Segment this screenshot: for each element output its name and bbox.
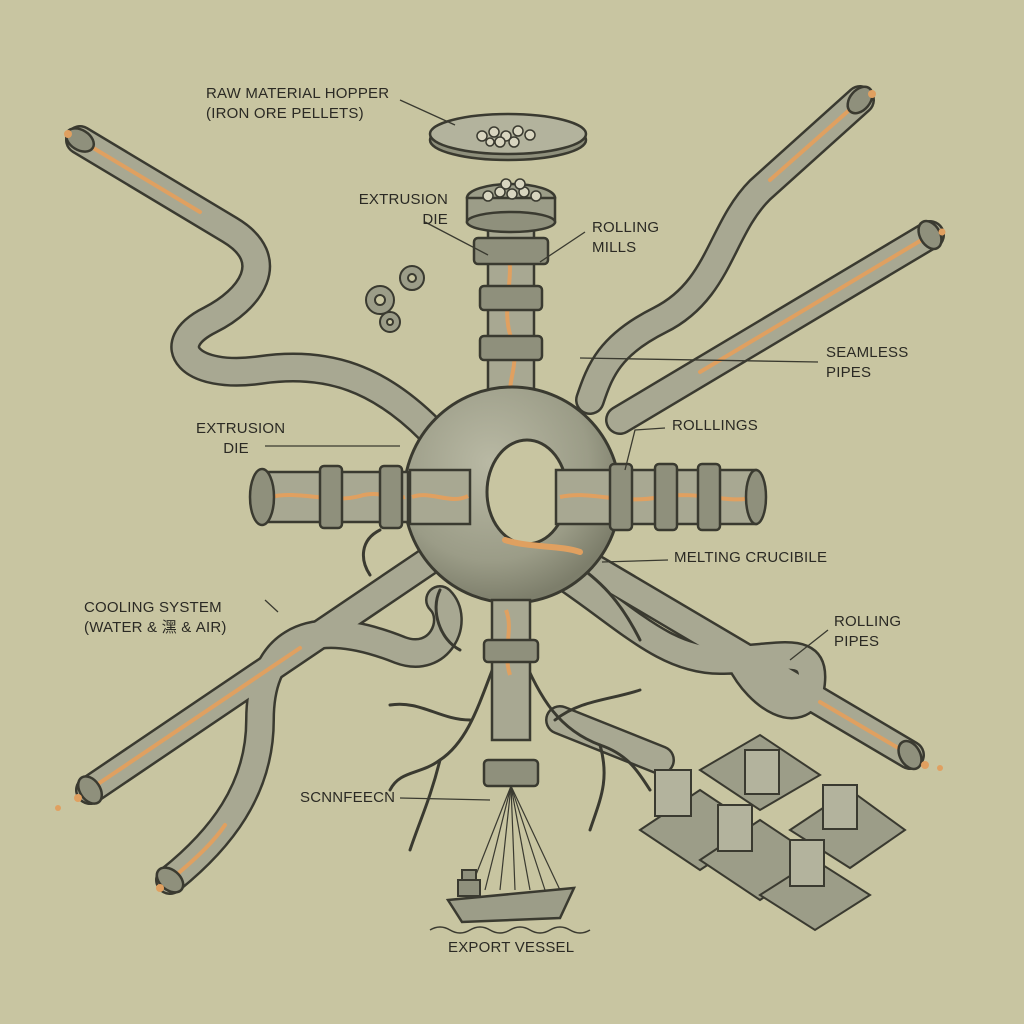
pipe-network (55, 85, 946, 895)
label-melting-crucible: MELTING CRUCIBILE (674, 548, 827, 568)
label-rollings: ROLLLINGS (672, 416, 758, 436)
label-rolling-pipes-line1: ROLLING (834, 613, 902, 630)
label-extrusion-die-top: EXTRUSION DIE (340, 190, 448, 230)
label-seamless-pipes-line2: PIPES (826, 364, 872, 381)
label-export-vessel-line1: EXPORT VESSEL (448, 939, 575, 956)
label-extrusion-die-left-line1: EXTRUSION (196, 420, 286, 437)
label-rolling-mills-line1: ROLLING (592, 219, 660, 236)
label-rolling-pipes-line2: PIPES (834, 633, 880, 650)
label-export-vessel: EXPORT VESSEL (448, 938, 574, 958)
label-rolling-mills: ROLLING MILLS (592, 218, 659, 258)
label-seamless-pipes-line1: SEAMLESS (826, 344, 909, 361)
machine-cluster (638, 733, 907, 932)
label-melting-crucible-line1: MELTING CRUCIBILE (674, 549, 828, 566)
label-rollings-line1: ROLLLINGS (672, 417, 758, 434)
label-extrusion-die-left-line2: DIE (223, 440, 249, 457)
label-cooling-system: COOLING SYSTEM (WATER & 潶 & AIR) (84, 598, 227, 638)
label-extrusion-die-left: EXTRUSION DIE (196, 419, 286, 459)
label-scnnfeecn-line1: SCNNFEECN (300, 789, 396, 806)
melting-sphere (402, 385, 622, 605)
horizontal-arms (248, 462, 768, 532)
label-cooling-system-line1: COOLING SYSTEM (84, 599, 222, 616)
label-scnnfeecn: SCNNFEECN (300, 788, 395, 808)
label-rolling-mills-line2: MILLS (592, 239, 637, 256)
gear-cluster (365, 265, 425, 333)
label-raw-material-hopper: RAW MATERIAL HOPPER (IRON ORE PELLETS) (206, 84, 389, 124)
label-extrusion-die-top-line1: EXTRUSION (358, 191, 448, 208)
hopper-plate (428, 112, 588, 162)
leader-lines (264, 99, 829, 801)
label-seamless-pipes: SEAMLESS PIPES (826, 343, 908, 383)
export-vessel-illustration (429, 869, 591, 934)
label-hopper-line2: (IRON ORE PELLETS) (206, 105, 364, 122)
label-rolling-pipes: ROLLING PIPES (834, 612, 901, 652)
label-hopper-line1: RAW MATERIAL HOPPER (206, 85, 390, 102)
bottom-column (469, 598, 561, 891)
label-cooling-system-line2: (WATER & 潶 & AIR) (84, 619, 227, 636)
label-extrusion-die-top-line2: DIE (422, 211, 448, 228)
vertical-column (465, 178, 557, 412)
